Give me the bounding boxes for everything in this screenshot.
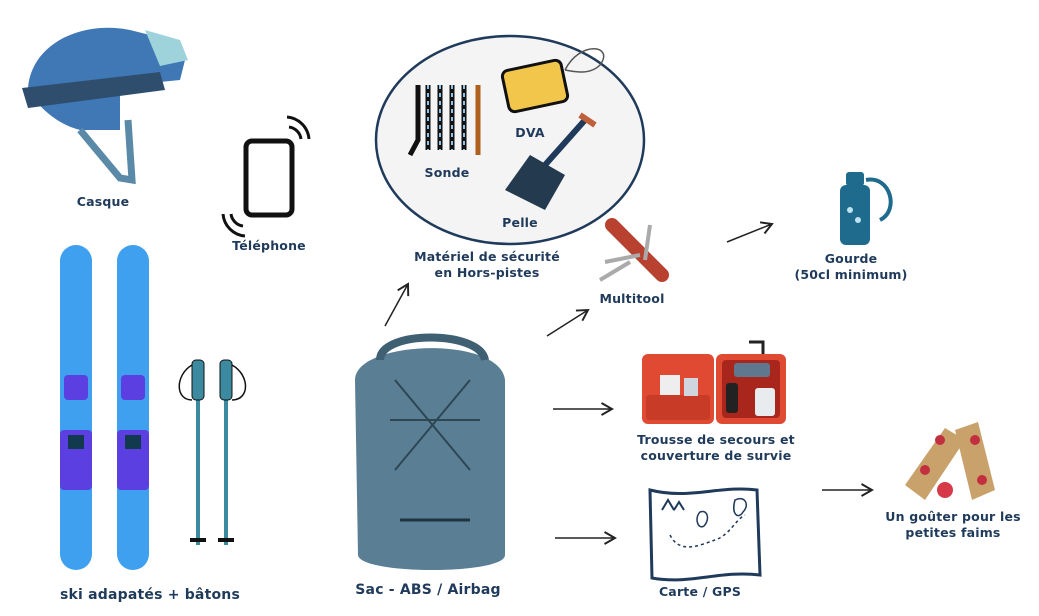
probe-icon (407, 85, 481, 157)
map-icon (648, 487, 762, 582)
arrows (384, 221, 874, 545)
label-backpack: Sac - ABS / Airbag (355, 582, 501, 598)
multitool-icon (598, 218, 669, 282)
arrow-to-safety (384, 282, 410, 327)
label-phone: Téléphone (232, 238, 306, 253)
label-transceiver: DVA (515, 125, 545, 140)
label-safety-gear: Matériel de sécurité en Hors-pistes (414, 249, 560, 281)
label-firstaid-line2: couverture de survie (640, 448, 792, 463)
label-multitool: Multitool (599, 291, 665, 306)
backpack-icon (355, 333, 505, 570)
label-snack-line1: Un goûter pour les (885, 509, 1021, 524)
label-shovel: Pelle (502, 215, 538, 230)
phone-icon (221, 115, 311, 238)
arrow-to-multitool (546, 308, 590, 337)
label-bottle-line1: Gourde (824, 251, 878, 266)
poles-icon (178, 359, 247, 545)
label-snack: Un goûter pour les petites faims (885, 509, 1021, 541)
label-safety-line1: Matériel de sécurité (414, 249, 560, 264)
label-bottle-line2: (50cl minimum) (794, 267, 908, 282)
label-map: Carte / GPS (658, 584, 742, 599)
label-first-aid: Trousse de secours et couverture de surv… (637, 432, 795, 464)
label-probe: Sonde (424, 165, 470, 180)
shovel-icon (505, 112, 597, 210)
label-firstaid-line1: Trousse de secours et (637, 432, 795, 447)
label-bottle: Gourde (50cl minimum) (794, 251, 907, 283)
skis-icon (60, 245, 149, 570)
label-safety-line2: en Hors-pistes (434, 265, 540, 280)
snack-bar-icon (905, 422, 995, 500)
arrow-to-bottle (726, 221, 774, 243)
bottle-icon (840, 172, 893, 245)
safety-gear-circle (374, 34, 646, 246)
transceiver-icon (500, 48, 605, 114)
first-aid-kit-icon (642, 340, 786, 424)
helmet-icon (22, 27, 188, 185)
label-skis: ski adapatés + bâtons (60, 587, 240, 603)
label-snack-line2: petites faims (905, 525, 1001, 540)
label-helmet: Casque (76, 194, 130, 209)
